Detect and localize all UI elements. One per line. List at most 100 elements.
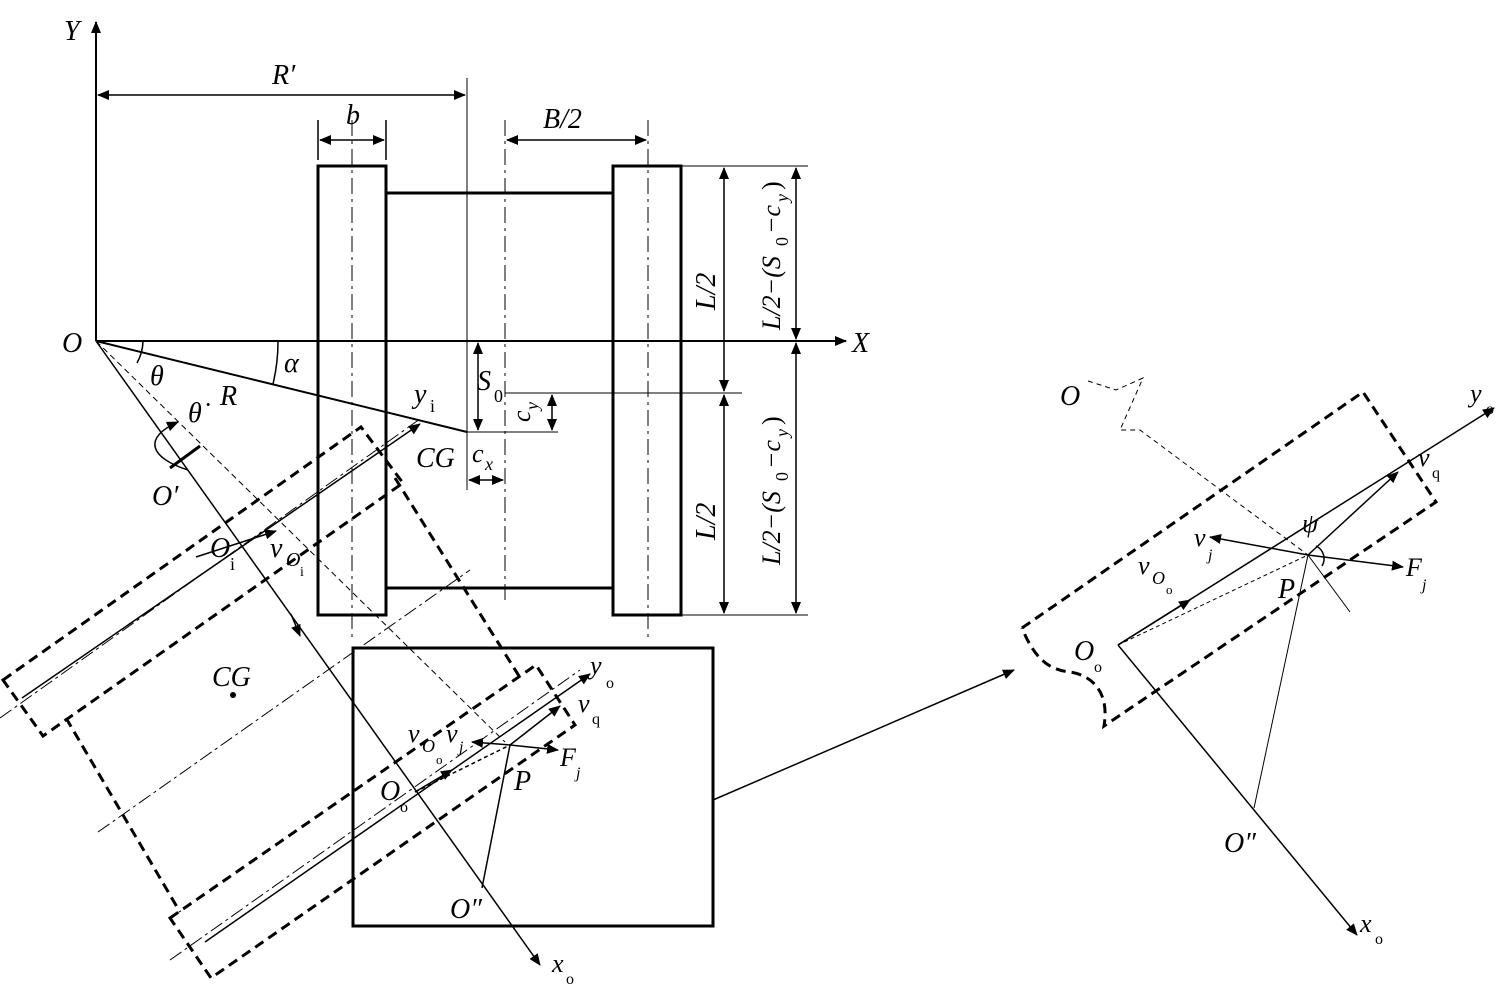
Fj-label-enlarged: F j bbox=[1405, 553, 1427, 594]
CG-point bbox=[230, 692, 236, 698]
B-half-label: B/2 bbox=[543, 104, 582, 135]
svg-text:j: j bbox=[1206, 547, 1213, 564]
dimension-arrows bbox=[97, 90, 801, 614]
svg-text:F: F bbox=[559, 743, 577, 772]
svg-text:q: q bbox=[592, 711, 600, 728]
L-half-label-lower: L/2 bbox=[691, 503, 722, 541]
svg-text:L/2−(S: L/2−(S bbox=[757, 491, 786, 566]
R-label: R bbox=[219, 381, 237, 412]
xo-label-enlarged: x o bbox=[1359, 909, 1383, 948]
svg-text:y: y bbox=[1467, 379, 1482, 408]
O-dprime-label-enlarged: O″ bbox=[1224, 828, 1256, 859]
x-axis-label: X bbox=[851, 328, 870, 359]
svg-text:j: j bbox=[574, 765, 581, 782]
L-half-label-upper: L/2 bbox=[691, 273, 722, 311]
svg-text:x: x bbox=[484, 454, 493, 474]
P-label-enlarged: P bbox=[1277, 574, 1295, 605]
svg-text:o: o bbox=[566, 971, 574, 988]
svg-text:y: y bbox=[587, 651, 602, 680]
detail-box-vectors bbox=[414, 705, 561, 889]
R-prime-label: R′ bbox=[271, 60, 296, 91]
svg-text:L/2−(S: L/2−(S bbox=[757, 256, 786, 331]
svg-text:F: F bbox=[1405, 553, 1423, 582]
svg-text:O: O bbox=[286, 549, 300, 571]
O-dprime-label-detail: O″ bbox=[450, 894, 482, 925]
svg-text:o: o bbox=[606, 675, 614, 692]
P-label-detail: P bbox=[513, 766, 531, 797]
angle-arcs bbox=[136, 340, 279, 385]
svg-text:O: O bbox=[1074, 636, 1094, 667]
svg-text:j: j bbox=[457, 739, 464, 756]
vq-label-detail: v q bbox=[578, 689, 600, 728]
svg-text:y: y bbox=[772, 429, 792, 439]
svg-text:−c: −c bbox=[757, 439, 786, 469]
svg-text:v: v bbox=[408, 719, 420, 748]
svg-text:x: x bbox=[1359, 909, 1372, 938]
yo-label-enlarged: y o bbox=[1467, 379, 1494, 418]
Oi-label: O i bbox=[210, 533, 235, 574]
Fj-label-detail: F j bbox=[559, 743, 581, 782]
svg-text:y: y bbox=[772, 194, 792, 204]
yo-label-detail: y o bbox=[587, 651, 614, 692]
svg-text:v: v bbox=[270, 533, 283, 564]
S0-label: S 0 bbox=[477, 366, 503, 406]
svg-text:0: 0 bbox=[772, 472, 792, 481]
Oo-label-enlarged: O o bbox=[1074, 636, 1102, 676]
alpha-label: α bbox=[284, 348, 300, 379]
L-half-minus-S0-cy-upper: L/2−(S 0 −c y ) bbox=[757, 181, 792, 331]
L-half-minus-S0-cy-lower: L/2−(S 0 −c y ) bbox=[757, 416, 792, 566]
cx-label: c x bbox=[472, 439, 493, 474]
Oo-label-detail: O o bbox=[380, 776, 408, 816]
svg-text:o: o bbox=[436, 752, 443, 767]
theta-label: θ bbox=[150, 361, 164, 392]
right-track bbox=[611, 164, 683, 617]
svg-text:o: o bbox=[1486, 401, 1494, 418]
detail-box bbox=[351, 646, 715, 928]
svg-text:y: y bbox=[411, 379, 427, 410]
svg-text:x: x bbox=[551, 949, 564, 978]
CG-label-top: CG bbox=[416, 443, 455, 474]
enlarged-detail bbox=[1020, 377, 1495, 936]
svg-text:o: o bbox=[400, 799, 408, 816]
svg-text:): ) bbox=[757, 416, 786, 425]
svg-text:c: c bbox=[472, 439, 484, 468]
svg-text:i: i bbox=[230, 554, 235, 574]
svg-text:v: v bbox=[578, 689, 590, 718]
svg-text:v: v bbox=[1418, 443, 1430, 472]
O-label-enlarged: O bbox=[1060, 381, 1080, 412]
zoom-arrow bbox=[712, 669, 1015, 801]
svg-text:O: O bbox=[422, 736, 435, 756]
svg-text:O: O bbox=[1152, 568, 1165, 588]
svg-text:v: v bbox=[446, 719, 458, 748]
svg-text:v: v bbox=[1194, 523, 1206, 552]
svg-text:y: y bbox=[522, 402, 542, 412]
O-prime-label: O′ bbox=[152, 481, 179, 512]
rotated-vehicle bbox=[0, 418, 591, 981]
svg-text:O: O bbox=[210, 533, 230, 564]
theta-dot-label: θ̇ bbox=[188, 398, 210, 429]
rotation-arrow bbox=[154, 421, 201, 471]
vj-label-detail: v j bbox=[446, 719, 464, 756]
vj-label-enlarged: v j bbox=[1194, 523, 1213, 564]
svg-text:v: v bbox=[1138, 551, 1150, 580]
svg-text:): ) bbox=[757, 181, 786, 190]
svg-text:i: i bbox=[300, 565, 304, 580]
svg-text:o: o bbox=[1166, 582, 1173, 597]
svg-text:−c: −c bbox=[757, 204, 786, 234]
cy-label: c y bbox=[507, 402, 542, 422]
CG-label-rotated: CG bbox=[212, 662, 251, 693]
vehicle-body bbox=[95, 78, 808, 638]
svg-text:j: j bbox=[1420, 577, 1427, 594]
yi-label: y i bbox=[411, 379, 435, 416]
vq-label-enlarged: v q bbox=[1418, 443, 1440, 482]
radius-R bbox=[95, 340, 468, 433]
svg-text:q: q bbox=[1432, 465, 1440, 482]
y-axis-label: Y bbox=[64, 16, 83, 47]
vOi-label: v O i bbox=[270, 533, 304, 580]
vOo-label-enlarged: v O o bbox=[1138, 551, 1173, 597]
svg-text:0: 0 bbox=[494, 386, 503, 406]
svg-text:c: c bbox=[507, 410, 536, 422]
svg-text:S: S bbox=[477, 366, 491, 397]
origin-label: O bbox=[62, 328, 82, 359]
